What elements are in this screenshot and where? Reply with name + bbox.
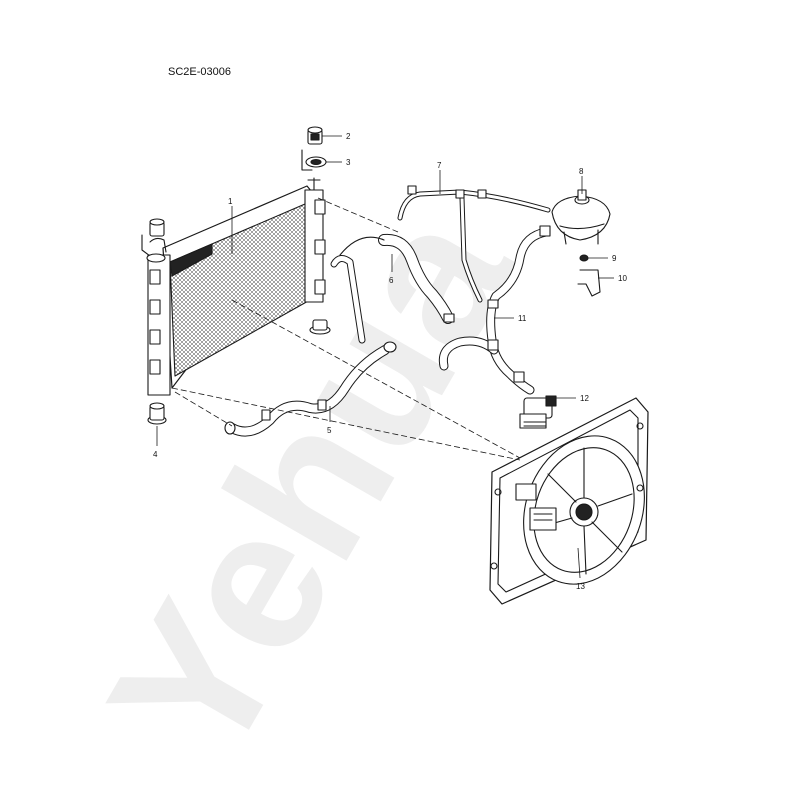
- callout-9: 9: [612, 254, 617, 263]
- callout-5: 5: [327, 426, 332, 435]
- lower-hose: [224, 341, 397, 437]
- callout-11: 11: [518, 314, 527, 323]
- upper-hose: [330, 233, 455, 344]
- callout-10: 10: [618, 274, 627, 283]
- callout-6: 6: [389, 276, 394, 285]
- overflow-hose: [397, 185, 551, 303]
- left-upper-bushing: [141, 218, 166, 263]
- callout-leaders: [156, 135, 614, 579]
- electric-water-pump: [519, 395, 557, 429]
- right-lower-bushing: [309, 319, 331, 335]
- callout-7: 7: [437, 161, 442, 170]
- coolant-hose: [438, 225, 551, 395]
- assembly-guide-lines: [171, 197, 521, 461]
- radiator: [147, 177, 326, 396]
- expansion-tank: [551, 189, 611, 245]
- tank-grommet: [579, 254, 589, 262]
- upper-bracket: [301, 149, 327, 171]
- callout-13: 13: [576, 582, 585, 591]
- cooling-fan-assembly: [489, 397, 649, 605]
- callout-8: 8: [579, 167, 584, 176]
- callout-1: 1: [228, 197, 233, 206]
- lower-bushing: [147, 402, 167, 425]
- tank-bracket: [577, 269, 601, 297]
- callout-2: 2: [346, 132, 351, 141]
- callout-labels: 1 2 3 4 5 6 7 8 9 10 11 12 13: [153, 132, 627, 591]
- callout-12: 12: [580, 394, 589, 403]
- callout-4: 4: [153, 450, 158, 459]
- upper-bushing: [307, 126, 323, 145]
- callout-3: 3: [346, 158, 351, 167]
- diagram-code: SC2E-03006: [168, 66, 231, 78]
